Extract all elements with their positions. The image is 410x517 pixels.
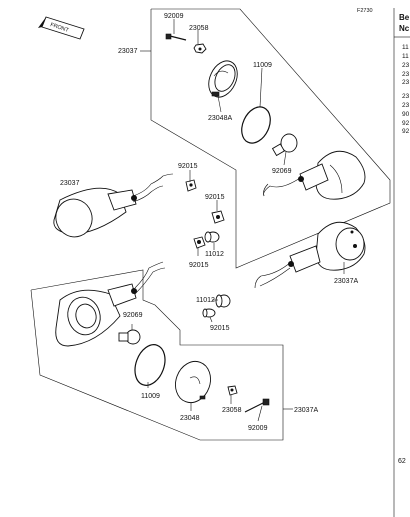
side-table: Be Nc 11 11 23 23 23 23 23 90 92 92 [393, 8, 410, 517]
bulb-92069-left [118, 329, 141, 345]
upper-assembly-outline [150, 8, 391, 269]
label-23037A-right: 23037A [334, 278, 358, 285]
page-number: 62 [398, 458, 406, 465]
lens-23048 [175, 360, 211, 404]
label-23037A-lower: 23037A [294, 407, 318, 414]
label-92015-b: 92015 [205, 194, 225, 201]
figure-code: F2730 [357, 8, 373, 14]
nut-23058-upper [193, 43, 207, 54]
turn-signal-housing-upper-right [263, 150, 366, 200]
side-table-row: 92 [402, 120, 410, 127]
side-table-row: 23 [402, 71, 410, 78]
label-92015-d: 92015 [210, 325, 230, 332]
label-11012-b: 11012 [196, 297, 215, 304]
label-23048A: 23048A [208, 115, 232, 122]
label-92069-right: 92069 [272, 168, 292, 175]
side-table-row: 23 [402, 93, 410, 100]
lower-assembly-outline [30, 269, 284, 441]
side-table-row: 23 [402, 102, 410, 109]
label-23048: 23048 [180, 415, 200, 422]
label-92009-lower: 92009 [248, 425, 268, 432]
lens-23048A [208, 60, 238, 98]
side-table-row: 90 [402, 111, 410, 118]
side-table-row: 11 [402, 44, 409, 51]
turn-signal-housing-lower-left [55, 261, 166, 347]
label-23037-upper: 23037 [118, 48, 138, 55]
grommet-11012-a [204, 231, 220, 243]
bulb-92069-right [271, 133, 298, 157]
screw-92009-upper [165, 33, 187, 41]
side-table-row: 23 [402, 62, 410, 69]
side-table-row: 92 [402, 128, 410, 135]
nut-92015-c [193, 236, 206, 249]
nut-23058-lower [227, 385, 238, 396]
leader-lines [131, 19, 345, 422]
label-23058-upper: 23058 [189, 25, 209, 32]
side-table-row: 11 [402, 53, 409, 60]
label-23058-lower: 23058 [222, 407, 242, 414]
label-11009-lower: 11009 [141, 393, 160, 400]
label-92009-upper: 92009 [164, 13, 184, 20]
nut-92015-b [211, 210, 225, 224]
label-92015-a: 92015 [178, 163, 198, 170]
side-table-row: 23 [402, 79, 410, 86]
gasket-11009-lower [134, 344, 166, 386]
nut-92015-a [185, 179, 197, 192]
side-table-header-line1: Be [399, 13, 410, 22]
nut-92015-d [202, 308, 216, 318]
label-92015-c: 92015 [189, 262, 209, 269]
label-92069-left: 92069 [123, 312, 143, 319]
front-marker-text: FRONT [49, 22, 69, 34]
grommet-11012-b [215, 294, 231, 308]
gasket-11009-upper [241, 106, 271, 144]
side-table-header-line2: Nc [399, 24, 410, 33]
label-11012-a: 11012 [205, 251, 224, 258]
screw-92009-lower [244, 398, 270, 413]
label-23037-left: 23037 [60, 180, 80, 187]
front-direction-marker: FRONT [38, 16, 85, 40]
label-11009-upper: 11009 [253, 62, 272, 69]
turn-signal-housing-left [53, 173, 174, 238]
turn-signal-housing-right-lower [254, 221, 366, 289]
